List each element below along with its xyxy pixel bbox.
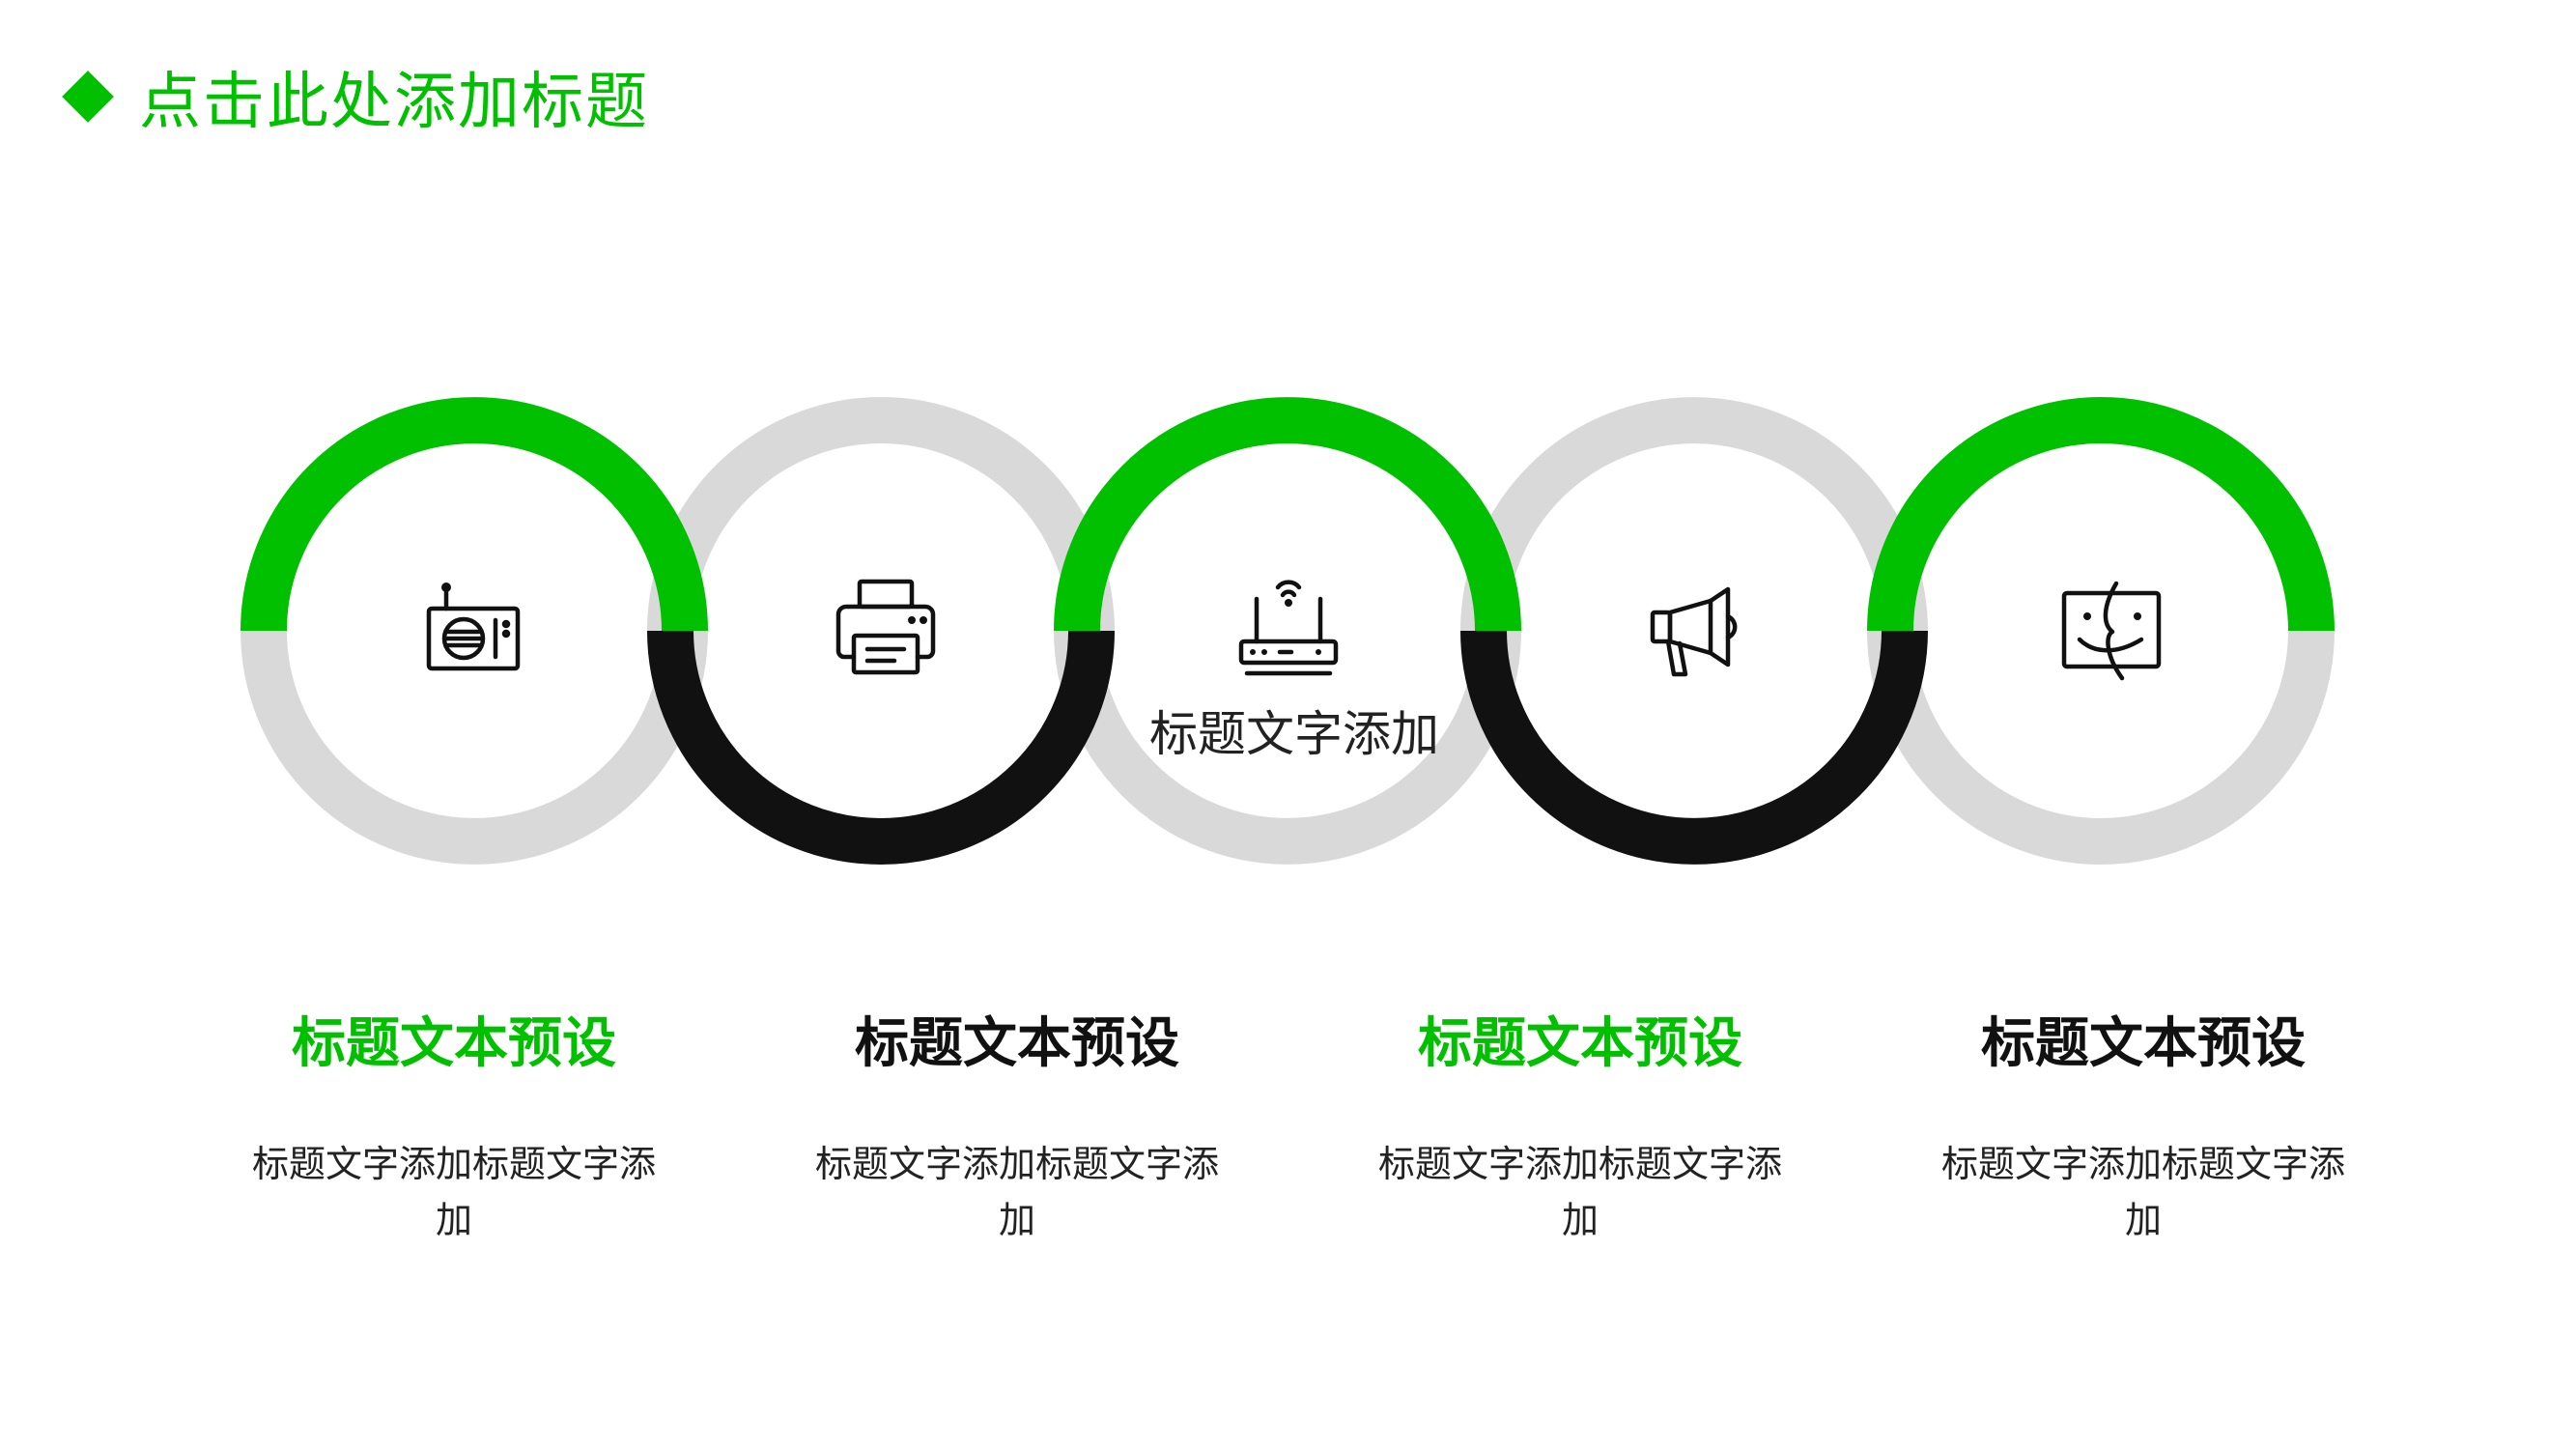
ring-1-bottom-arc bbox=[241, 630, 708, 865]
ring-5-top-arc bbox=[1867, 397, 2335, 632]
step-description[interactable]: 标题文字添加标题文字添加 bbox=[814, 1143, 1219, 1241]
step-column-4: 标题文本预设 标题文字添加标题文字添加 bbox=[1940, 1000, 2346, 1248]
step-column-2: 标题文本预设 标题文字添加标题文字添加 bbox=[814, 1000, 1220, 1248]
step-description[interactable]: 标题文字添加标题文字添加 bbox=[1940, 1143, 2345, 1241]
step-title[interactable]: 标题文本预设 bbox=[292, 1012, 616, 1075]
ring-2-top-arc bbox=[647, 397, 1115, 632]
step-description[interactable]: 标题文字添加标题文字添加 bbox=[1377, 1143, 1782, 1241]
step-column-3: 标题文本预设 标题文字添加标题文字添加 bbox=[1377, 1000, 1783, 1248]
router-icon bbox=[1238, 580, 1339, 676]
finder-icon bbox=[2061, 581, 2162, 681]
radio-icon bbox=[426, 582, 521, 671]
step-title[interactable]: 标题文本预设 bbox=[1418, 1012, 1742, 1075]
megaphone-icon bbox=[1650, 586, 1738, 677]
ring-2-bottom-arc bbox=[647, 630, 1115, 865]
ring-3-bottom-arc bbox=[1054, 630, 1521, 865]
ring-1-top-arc bbox=[241, 397, 708, 632]
step-title[interactable]: 标题文本预设 bbox=[1981, 1012, 2306, 1075]
ring-5-bottom-arc bbox=[1867, 630, 2335, 865]
center-caption[interactable]: 标题文字添加 bbox=[1149, 706, 1439, 762]
step-description[interactable]: 标题文字添加标题文字添加 bbox=[251, 1143, 656, 1241]
page-title[interactable]: 点击此处添加标题 bbox=[139, 67, 649, 138]
ring-4-top-arc bbox=[1460, 397, 1928, 632]
ring-3-top-arc bbox=[1054, 397, 1521, 632]
step-column-1: 标题文本预设 标题文字添加标题文字添加 bbox=[251, 1000, 657, 1248]
step-title[interactable]: 标题文本预设 bbox=[855, 1012, 1179, 1075]
ring-4-bottom-arc bbox=[1460, 630, 1928, 865]
printer-icon bbox=[835, 579, 936, 675]
title-bar: 点击此处添加标题 bbox=[60, 53, 649, 140]
